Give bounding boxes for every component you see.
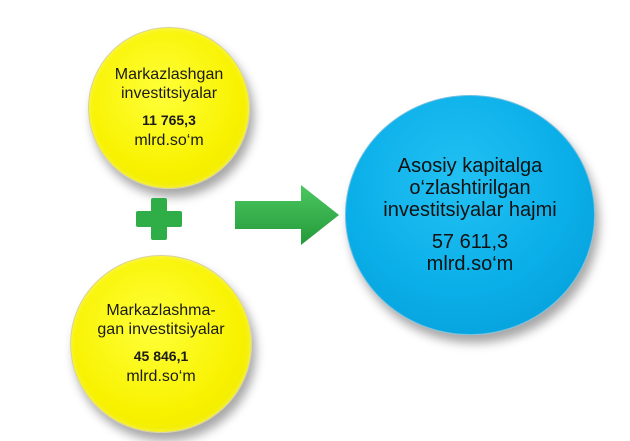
centralized-investments-label: Markazlashgan investitsiyalar — [114, 66, 224, 102]
centralized-investments-circle: Markazlashgan investitsiyalar 11 765,3 m… — [88, 27, 250, 189]
decentralized-investments-circle: Markazlashma-gan investitsiyalar 45 846,… — [70, 255, 252, 433]
arrow-right-icon — [235, 185, 339, 245]
centralized-investments-unit: mlrd.so‘m — [134, 132, 204, 149]
decentralized-investments-unit: mlrd.so‘m — [126, 368, 196, 385]
decentralized-investments-label: Markazlashma-gan investitsiyalar — [97, 302, 225, 338]
total-investments-value: 57 611,3 — [431, 231, 509, 253]
plus-icon — [136, 198, 182, 240]
centralized-investments-value: 11 765,3 — [142, 112, 196, 128]
total-investments-circle: Asosiy kapitalga o‘zlashtirilgan investi… — [345, 95, 595, 335]
decentralized-investments-value: 45 846,1 — [133, 348, 189, 364]
total-investments-unit: mlrd.so‘m — [426, 253, 514, 275]
total-investments-label: Asosiy kapitalga o‘zlashtirilgan investi… — [383, 155, 557, 221]
